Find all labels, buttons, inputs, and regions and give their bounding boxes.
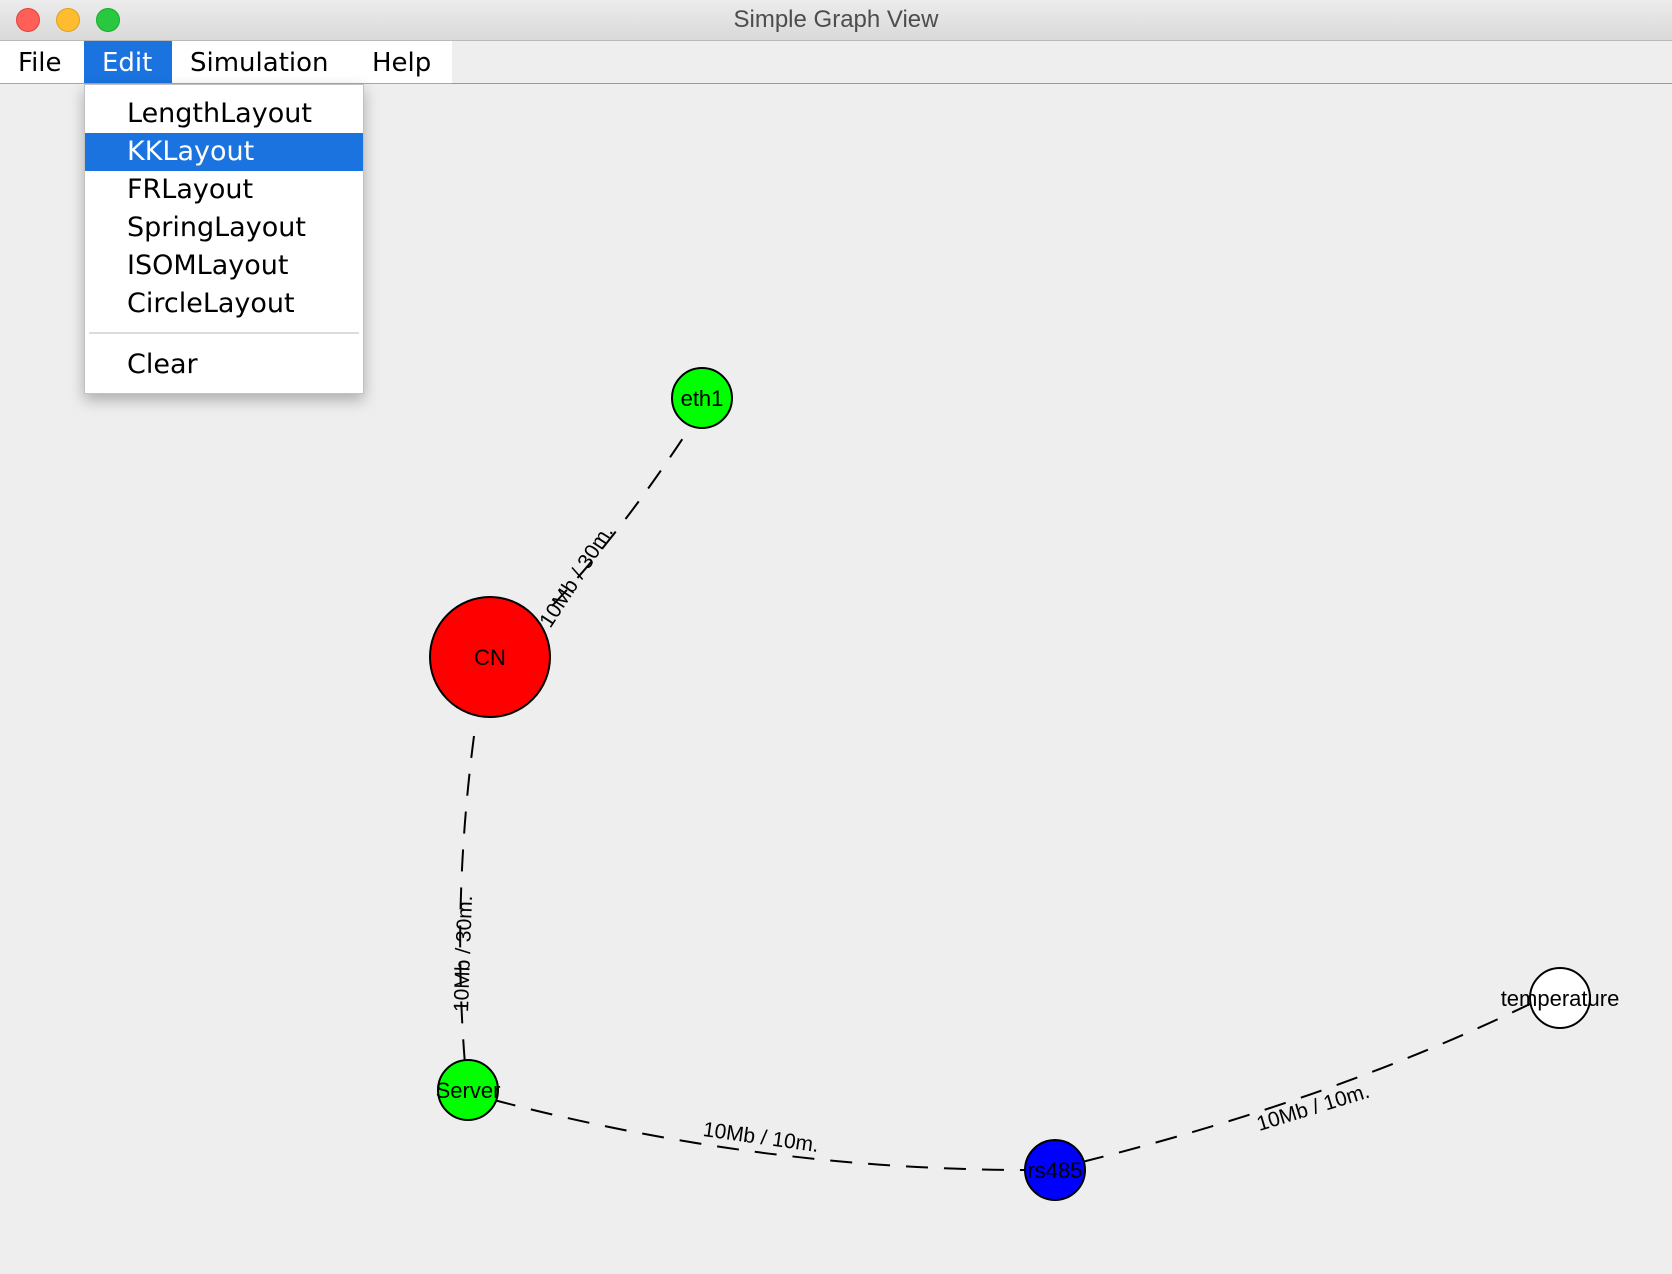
menu-item-clear[interactable]: Clear (127, 349, 198, 380)
minimize-window-button[interactable] (56, 8, 80, 32)
menu-item-circlelayout[interactable]: CircleLayout (127, 288, 295, 319)
node-rs485[interactable]: rs485 (1024, 1139, 1086, 1201)
edge-cn-server[interactable] (459, 735, 475, 1065)
menu-help[interactable]: Help (372, 48, 432, 78)
node-temperature-label: temperature (1501, 986, 1620, 1011)
node-rs485-circle[interactable] (1024, 1139, 1086, 1201)
edge-label-cn-server: 10Mb / 30m. (450, 895, 477, 1012)
edge-cn-eth1[interactable] (551, 431, 688, 607)
node-eth1-label: eth1 (681, 386, 724, 411)
node-temperature[interactable]: temperature (1501, 967, 1620, 1029)
edge-label-rs485-temperature: 10Mb / 10m. (1254, 1080, 1372, 1136)
title-bar[interactable]: Simple Graph View (0, 0, 1672, 41)
menu-item-frlayout[interactable]: FRLayout (127, 174, 254, 205)
edge-label-cn-eth1: 10Mb / 30m. (535, 521, 618, 631)
node-cn[interactable]: CN (429, 596, 551, 718)
menu-item-lengthlayout[interactable]: LengthLayout (127, 98, 312, 129)
menu-item-kklayout[interactable]: KKLayout (85, 133, 363, 171)
menu-item-springlayout[interactable]: SpringLayout (127, 212, 306, 243)
node-rs485-label: rs485 (1027, 1158, 1082, 1183)
menu-file[interactable]: File (18, 48, 62, 78)
close-window-button[interactable] (16, 8, 40, 32)
edge-rs485-temperature[interactable] (1081, 1001, 1535, 1163)
menu-simulation[interactable]: Simulation (190, 48, 329, 78)
maximize-window-button[interactable] (96, 8, 120, 32)
node-eth1[interactable]: eth1 (671, 367, 733, 429)
window-title: Simple Graph View (733, 6, 939, 33)
node-server-label: Server (436, 1078, 501, 1103)
edge-label-server-rs485: 10Mb / 10m. (702, 1118, 821, 1157)
node-eth1-circle[interactable] (671, 367, 733, 429)
graph-canvas[interactable]: 10Mb / 30m. 10Mb / 30m. 10Mb / 10m. 10Mb… (0, 84, 1672, 1274)
node-cn-circle[interactable] (429, 596, 551, 718)
edit-menu-dropdown: LengthLayout KKLayout FRLayout SpringLay… (84, 84, 364, 394)
menu-item-isomlayout[interactable]: ISOMLayout (127, 250, 289, 281)
node-server[interactable]: Server (436, 1059, 501, 1121)
node-server-circle[interactable] (437, 1059, 499, 1121)
menu-edit[interactable]: Edit (84, 41, 172, 83)
edge-server-rs485[interactable] (493, 1099, 1029, 1171)
node-temperature-circle[interactable] (1529, 967, 1591, 1029)
menu-bar-filler (452, 41, 1672, 84)
node-cn-label: CN (474, 645, 506, 670)
menu-bar: File Edit Simulation Help (0, 41, 452, 84)
menu-separator (89, 332, 359, 334)
